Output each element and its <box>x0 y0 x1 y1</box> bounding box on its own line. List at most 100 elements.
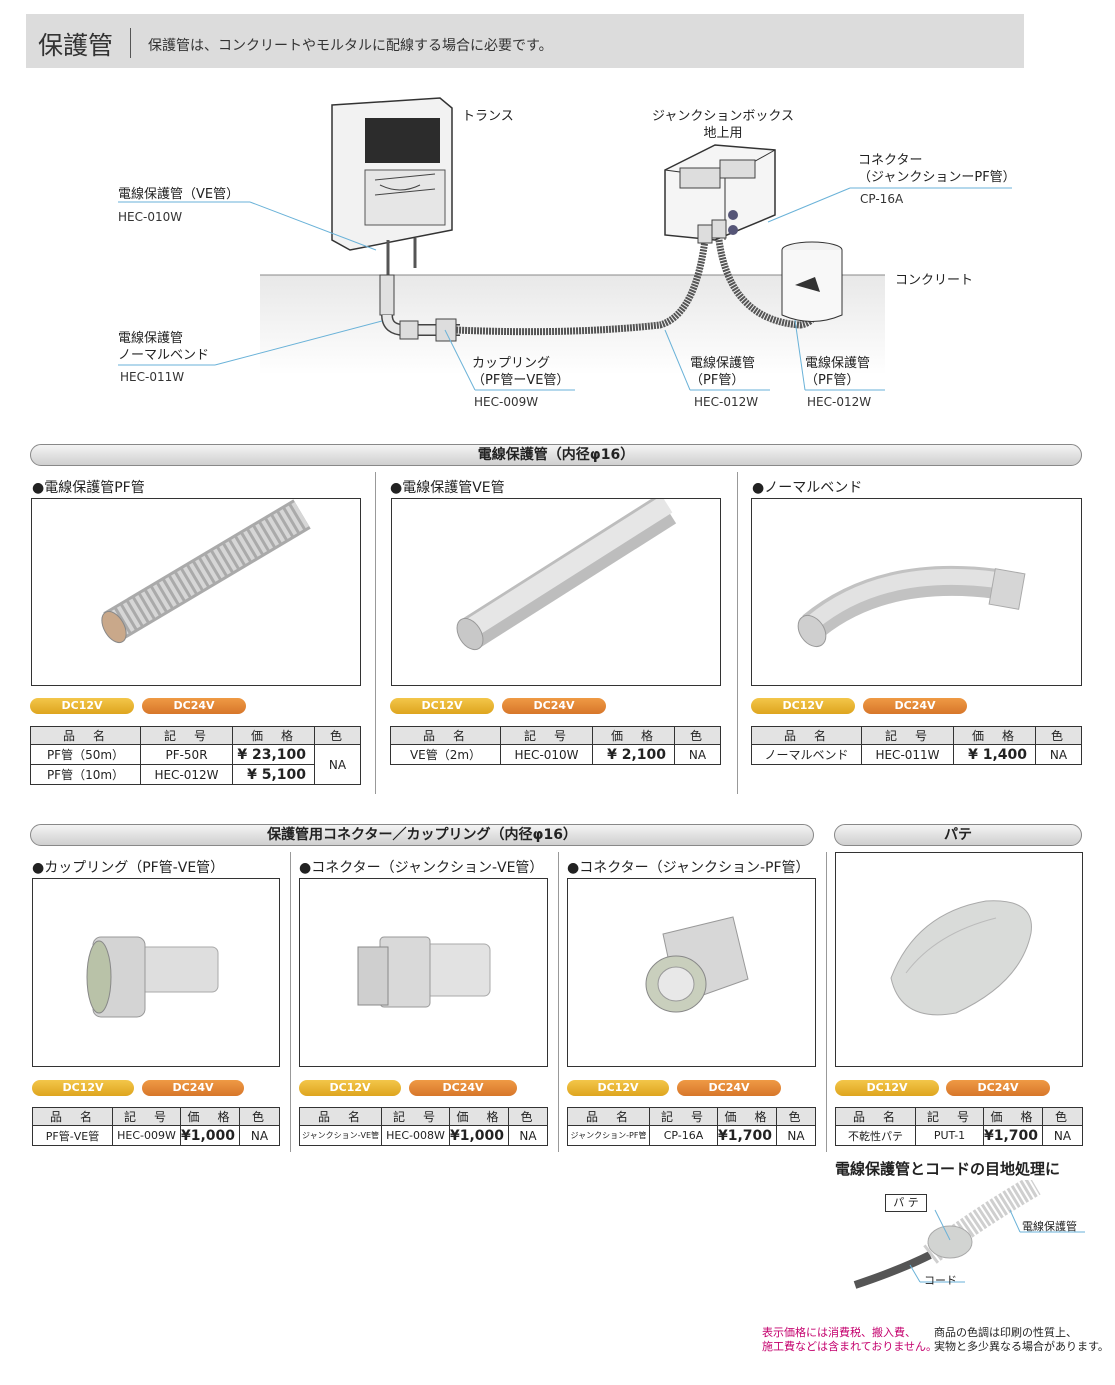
th-color: 色 <box>674 726 721 745</box>
th-price: 価 格 <box>953 726 1036 745</box>
label-ve-pipe: 電線保護管（VE管） <box>118 187 240 202</box>
cell-name: ジャンクション-PF管 <box>567 1125 650 1146</box>
product-title-connector-pf: ●コネクター（ジャンクション-PF管） <box>567 860 810 876</box>
th-name: 品 名 <box>299 1107 382 1126</box>
column-divider <box>290 852 291 1152</box>
badge-dc24v: DC24V <box>409 1080 517 1096</box>
label-junction-box-line1: ジャンクションボックス <box>652 109 794 124</box>
cell-name: 不乾性パテ <box>835 1125 916 1146</box>
label-junction-box: ジャンクションボックス 地上用 <box>650 108 796 142</box>
product-photo-ve <box>391 494 721 686</box>
cell-price: ¥1,700 <box>716 1125 778 1146</box>
cell-code: HEC-012W <box>140 764 233 785</box>
badge-dc24v: DC24V <box>142 698 246 714</box>
code-coupling: HEC-009W <box>474 395 539 409</box>
th-name: 品 名 <box>567 1107 650 1126</box>
badge-dc12v: DC12V <box>835 1080 939 1096</box>
table-header-row: 品 名 記 号 価 格 色 <box>32 1107 280 1126</box>
table-row: ジャンクション-PF管 CP-16A ¥1,700 NA <box>567 1125 816 1146</box>
th-name: 品 名 <box>32 1107 113 1126</box>
label-connector: コネクター （ジャンクションーPF管） <box>858 152 1016 186</box>
th-name: 品 名 <box>30 726 141 745</box>
header-divider <box>130 28 131 58</box>
spec-table-ve: 品 名 記 号 価 格 色 VE管（2m） HEC-010W ¥ 2,100 N… <box>390 726 721 765</box>
th-code: 記 号 <box>112 1107 181 1126</box>
th-price: 価 格 <box>982 1107 1044 1126</box>
product-title-bend: ●ノーマルベンド <box>752 480 863 496</box>
table-header-row: 品 名 記 号 価 格 色 <box>751 726 1082 745</box>
th-name: 品 名 <box>751 726 862 745</box>
table-row: ジャンクション-VE管 HEC-008W ¥1,000 NA <box>299 1125 548 1146</box>
cell-color: NA <box>1042 1125 1083 1146</box>
badge-dc24v: DC24V <box>142 1080 244 1096</box>
badge-dc24v: DC24V <box>946 1080 1050 1096</box>
th-color: 色 <box>1042 1107 1083 1126</box>
connector-pf-image <box>645 916 749 1013</box>
cell-code: CP-16A <box>649 1125 718 1146</box>
spec-table-connector-ve: 品 名 記 号 価 格 色 ジャンクション-VE管 HEC-008W ¥1,00… <box>299 1107 548 1146</box>
tax-note-line1: 表示価格には消費税、搬入費、 <box>762 1326 916 1339</box>
label-normal-bend-line2: ノーマルベンド <box>118 348 210 363</box>
th-price: 価 格 <box>448 1107 510 1126</box>
label-coupling-line2: （PF管ーVE管） <box>472 373 570 388</box>
label-paste: パ テ <box>885 1194 927 1212</box>
normal-bend-image <box>797 565 1026 648</box>
connector-ve-image <box>357 936 491 1008</box>
cell-price: ¥ 23,100 <box>232 744 315 765</box>
label-normal-bend: 電線保護管 ノーマルベンド <box>118 330 209 364</box>
table-header-row: 品 名 記 号 価 格 色 <box>835 1107 1083 1126</box>
th-price: 価 格 <box>179 1107 241 1126</box>
cell-name: PF管-VE管 <box>32 1125 113 1146</box>
product-title-connector-ve: ●コネクター（ジャンクション-VE管） <box>299 860 544 876</box>
cell-color: NA <box>314 744 361 785</box>
label-pf-pipe-1-line2: （PF管） <box>690 373 745 388</box>
code-connector: CP-16A <box>860 192 904 206</box>
cell-code: PUT-1 <box>915 1125 984 1146</box>
table-row: PF管-VE管 HEC-009W ¥1,000 NA <box>32 1125 280 1146</box>
spec-table-bend: 品 名 記 号 価 格 色 ノーマルベンド HEC-011W ¥ 1,400 N… <box>751 726 1082 765</box>
label-junction-box-line2: 地上用 <box>703 126 743 141</box>
table-row: PF管（50m） PF-50R ¥ 23,100 NA <box>30 744 361 785</box>
section-pipes-heading: 電線保護管（内径φ16） <box>30 444 1082 466</box>
table-row: 不乾性パテ PUT-1 ¥1,700 NA <box>835 1125 1083 1146</box>
label-cord: コード <box>924 1274 957 1287</box>
th-code: 記 号 <box>140 726 233 745</box>
badge-dc12v: DC12V <box>32 1080 134 1096</box>
cell-price: ¥ 5,100 <box>232 764 315 785</box>
cell-color: NA <box>508 1125 548 1146</box>
table-header-row: 品 名 記 号 価 格 色 <box>390 726 721 745</box>
label-connector-line2: （ジャンクションーPF管） <box>858 170 1016 185</box>
th-code: 記 号 <box>381 1107 450 1126</box>
label-pf-pipe-1-line1: 電線保護管 <box>690 356 756 371</box>
table-row: VE管（2m） HEC-010W ¥ 2,100 NA <box>390 744 721 765</box>
cell-color: NA <box>239 1125 280 1146</box>
paste-usage-illustration: パ テ 電線保護管 コード <box>840 1175 1090 1295</box>
column-divider <box>558 852 559 1152</box>
spec-table-pf: 品 名 記 号 価 格 色 PF管（50m） PF-50R ¥ 23,100 N… <box>30 726 361 785</box>
table-header-row: 品 名 記 号 価 格 色 <box>30 726 361 745</box>
spec-table-connector-pf: 品 名 記 号 価 格 色 ジャンクション-PF管 CP-16A ¥1,700 … <box>567 1107 816 1146</box>
cell-price: ¥1,700 <box>982 1125 1044 1146</box>
cell-name: ノーマルベンド <box>751 744 862 765</box>
th-color: 色 <box>314 726 361 745</box>
badge-dc24v: DC24V <box>677 1080 781 1096</box>
cell-price: ¥1,000 <box>448 1125 510 1146</box>
th-price: 価 格 <box>592 726 675 745</box>
color-note: 商品の色調は印刷の性質上、 実物と多少異なる場合があります。 <box>934 1326 1109 1354</box>
table-header-row: 品 名 記 号 価 格 色 <box>299 1107 548 1126</box>
table-row: ノーマルベンド HEC-011W ¥ 1,400 NA <box>751 744 1082 765</box>
cell-color: NA <box>776 1125 816 1146</box>
cell-code: HEC-008W <box>381 1125 450 1146</box>
tax-note-line2: 施工費などは含まれておりません。 <box>762 1340 938 1353</box>
product-photo-pf <box>31 498 361 686</box>
cell-price: ¥1,000 <box>179 1125 241 1146</box>
label-pipe: 電線保護管 <box>1022 1220 1077 1233</box>
th-color: 色 <box>239 1107 280 1126</box>
product-photo-connector-pf <box>567 878 816 1067</box>
product-title-coupling: ●カップリング（PF管-VE管） <box>32 860 225 876</box>
cell-color: NA <box>674 744 721 765</box>
label-pf-pipe-1: 電線保護管 （PF管） <box>690 355 755 389</box>
installation-diagram: トランス ジャンクションボックス 地上用 コネクター （ジャンクションーPF管）… <box>100 90 1020 430</box>
cell-code: PF-50R <box>140 744 233 765</box>
th-color: 色 <box>508 1107 548 1126</box>
